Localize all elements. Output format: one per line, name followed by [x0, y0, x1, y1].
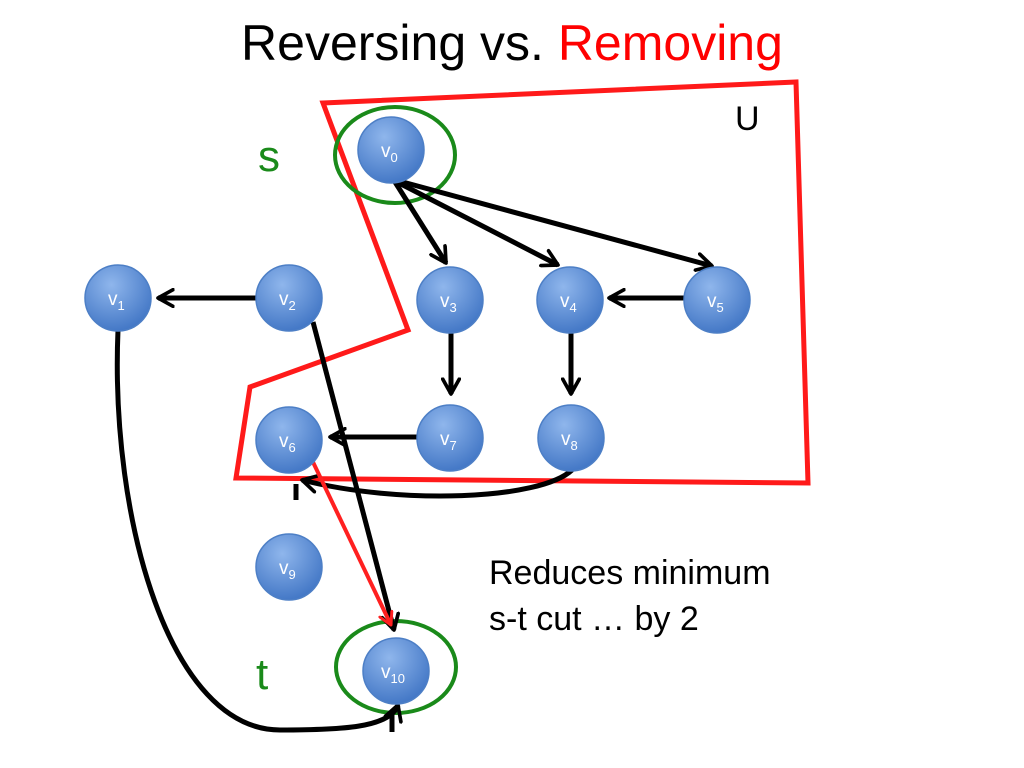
caption: Reduces minimum s-t cut … by 2: [489, 550, 771, 642]
edge-v1-v10: [114, 329, 398, 733]
node-v0-sub: 0: [391, 150, 398, 165]
node-v1: v1: [84, 264, 152, 332]
node-v0-label: v: [381, 141, 391, 162]
svg-text:v8: v8: [561, 429, 578, 453]
source-label: s: [258, 132, 280, 181]
node-v2-label: v: [279, 289, 289, 310]
edge-v2-v10: [310, 321, 394, 630]
edge-v8-v6: [302, 468, 574, 499]
node-v5: v5: [683, 266, 751, 334]
node-v1-label: v: [108, 289, 118, 310]
svg-text:v10: v10: [381, 662, 405, 686]
caption-line-1: Reduces minimum: [489, 554, 771, 592]
node-v3: v3: [416, 266, 484, 334]
svg-text:v9: v9: [279, 558, 296, 582]
cut-region-u: [233, 79, 811, 486]
svg-text:v5: v5: [707, 291, 724, 315]
svg-text:v7: v7: [440, 429, 457, 453]
title-part-reversing: Reversing vs.: [241, 15, 558, 71]
node-v7: v7: [416, 404, 484, 472]
svg-text:v4: v4: [560, 291, 577, 315]
edge-v0-v3: [392, 180, 449, 263]
node-v9-sub: 9: [289, 567, 296, 582]
source-ring: [333, 105, 457, 205]
node-v4-sub: 4: [570, 300, 577, 315]
node-v4-label: v: [560, 291, 570, 312]
node-v6-sub: 6: [289, 440, 296, 455]
node-v8: v8: [537, 404, 605, 472]
svg-text:v3: v3: [440, 291, 457, 315]
node-v2-sub: 2: [289, 298, 296, 313]
node-v3-sub: 3: [450, 300, 457, 315]
node-v8-label: v: [561, 429, 571, 450]
node-v10-label: v: [381, 662, 391, 683]
node-v8-sub: 8: [571, 438, 578, 453]
svg-text:v2: v2: [279, 289, 296, 313]
node-v2: v2: [255, 264, 323, 332]
node-v5-label: v: [707, 291, 717, 312]
title-part-removing: Removing: [557, 15, 783, 71]
node-v9: v9: [255, 533, 323, 601]
node-v7-label: v: [440, 429, 450, 450]
slide-title: Reversing vs. Removing: [0, 14, 1024, 72]
node-v6: v6: [255, 406, 323, 474]
svg-text:v0: v0: [381, 141, 398, 165]
node-v1-sub: 1: [118, 298, 125, 313]
node-v6-label: v: [279, 431, 289, 452]
node-v0: v0: [357, 116, 425, 184]
sink-label: t: [256, 650, 269, 699]
svg-text:v6: v6: [279, 431, 296, 455]
node-v5-sub: 5: [717, 300, 724, 315]
node-v4: v4: [536, 266, 604, 334]
edge-v0-v5: [398, 178, 712, 266]
edge-v6-v10-reversed: [310, 459, 391, 625]
set-u-label: U: [735, 100, 760, 138]
node-v9-label: v: [279, 558, 289, 579]
caption-line-2: s-t cut … by 2: [489, 600, 699, 638]
node-v10-sub: 10: [391, 671, 405, 686]
node-v3-label: v: [440, 291, 450, 312]
node-v7-sub: 7: [450, 438, 457, 453]
node-v10: v10: [362, 637, 430, 705]
svg-text:v1: v1: [108, 289, 125, 313]
edge-v0-v4: [395, 179, 558, 265]
